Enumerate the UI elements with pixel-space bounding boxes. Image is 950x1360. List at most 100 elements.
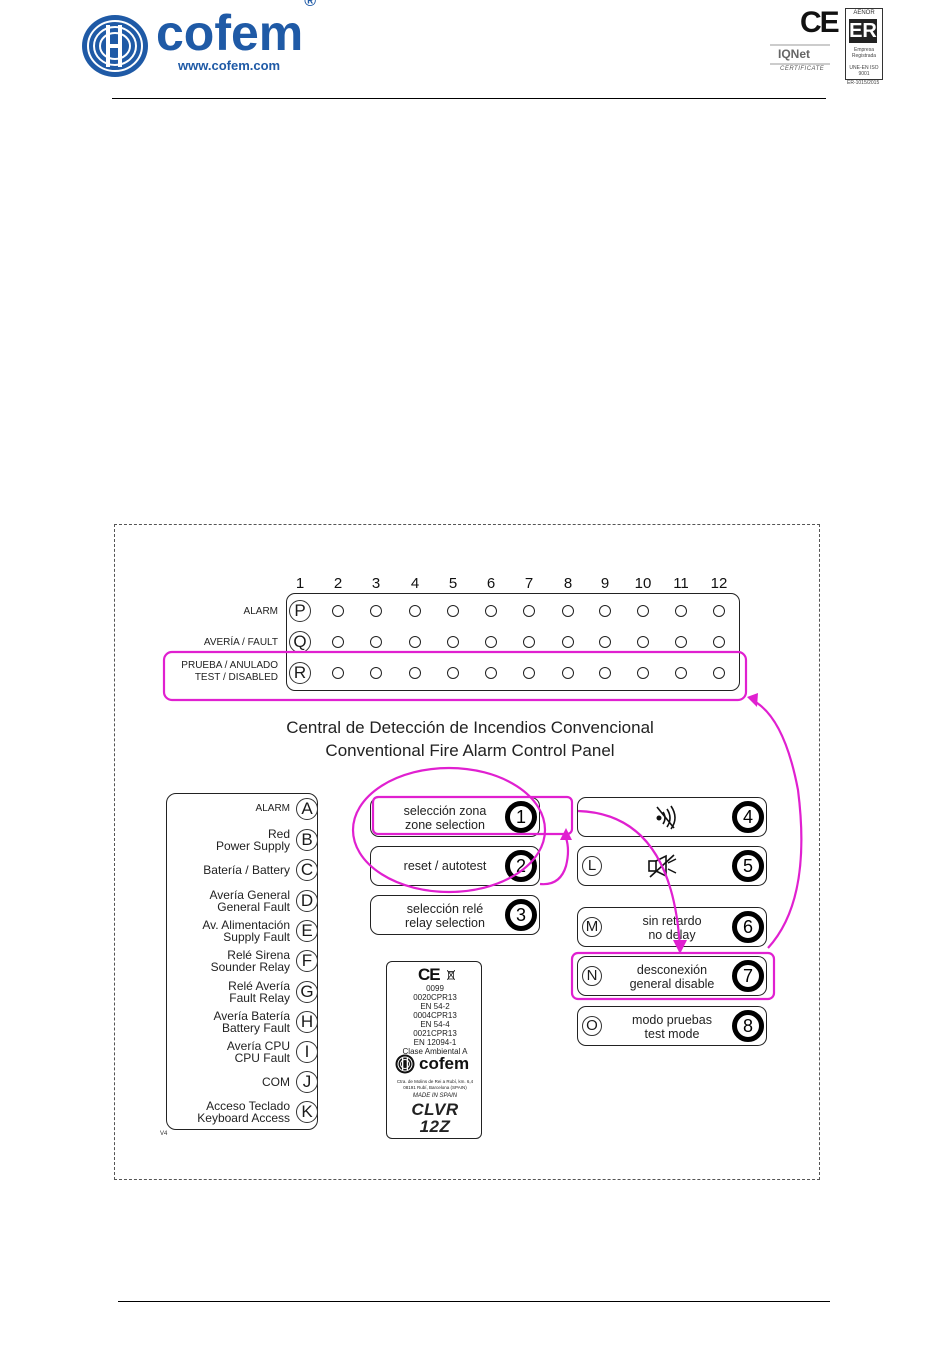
zone-led bbox=[447, 605, 459, 617]
rating-plate: CE 0099 0020CPR13 EN 54-2 0004CPR13 EN 5… bbox=[386, 961, 482, 1139]
indicator-letter-g: G bbox=[296, 981, 318, 1003]
sounder-mute-key[interactable]: 4 bbox=[577, 797, 767, 837]
zone-led bbox=[332, 605, 344, 617]
zone-led bbox=[485, 636, 497, 648]
zone-number: 1 bbox=[295, 575, 305, 592]
zone-led bbox=[637, 667, 649, 679]
key-number-7: 7 bbox=[732, 960, 764, 992]
zone-led bbox=[713, 667, 725, 679]
iqnet-badge: IQNet CERTIFICATE bbox=[770, 44, 830, 72]
plate-logo-icon bbox=[395, 1054, 415, 1074]
reset-autotest-key[interactable]: reset / autotest 2 bbox=[370, 846, 540, 886]
zone-led bbox=[485, 667, 497, 679]
header-divider bbox=[112, 98, 826, 99]
key-number-2: 2 bbox=[505, 850, 537, 882]
status-indicator-item: Batería / Battery C bbox=[170, 858, 320, 888]
zone-led-box bbox=[286, 593, 740, 691]
zone-led bbox=[599, 667, 611, 679]
panel-frame bbox=[114, 524, 820, 1180]
indicator-letter-l: L bbox=[582, 856, 602, 876]
plate-line: 0020CPR13 bbox=[413, 993, 457, 1002]
plate-ce-mark: CE bbox=[418, 965, 441, 984]
zone-led bbox=[332, 636, 344, 648]
zone-led bbox=[485, 605, 497, 617]
zone-number: 5 bbox=[448, 575, 458, 592]
zone-led bbox=[599, 636, 611, 648]
zone-led bbox=[370, 636, 382, 648]
panel-title-es: Central de Detección de Incendios Conven… bbox=[286, 718, 654, 737]
zone-number: 12 bbox=[710, 575, 728, 592]
zone-number: 6 bbox=[486, 575, 496, 592]
plate-brand: cofem bbox=[419, 1054, 470, 1073]
indicator-letter-j: J bbox=[296, 1071, 318, 1093]
indicator-letter-a: A bbox=[296, 798, 318, 820]
zone-led bbox=[713, 605, 725, 617]
version-label: V4 bbox=[160, 1131, 168, 1137]
plate-model: 12Z bbox=[419, 1117, 451, 1136]
zone-number: 8 bbox=[563, 575, 573, 592]
zone-number: 7 bbox=[524, 575, 534, 592]
status-indicator-label: COM bbox=[262, 1075, 290, 1089]
indicator-letter-m: M bbox=[582, 917, 602, 937]
plate-line: Clase Ambiental A bbox=[402, 1047, 468, 1056]
plate-model: CLVR bbox=[411, 1100, 459, 1119]
indicator-letter-k: K bbox=[296, 1101, 318, 1123]
indicator-letter-p: P bbox=[289, 600, 311, 622]
zone-led bbox=[675, 636, 687, 648]
plate-address: Ctra. de Molins de Rei a Rubí, km. 6,4 bbox=[396, 1079, 474, 1084]
zone-led bbox=[409, 667, 421, 679]
key-number-6: 6 bbox=[732, 911, 764, 943]
status-indicator-label: ALARM bbox=[255, 803, 290, 814]
page-header: cofem® www.cofem.com CE IQNet CERTIFICAT… bbox=[0, 0, 950, 100]
siren-off-icon bbox=[648, 854, 677, 878]
website-link[interactable]: www.cofem.com bbox=[178, 58, 281, 73]
indicator-letter-q: Q bbox=[289, 631, 311, 653]
indicator-letter-c: C bbox=[296, 859, 318, 881]
zone-led bbox=[562, 605, 574, 617]
row-label-alarm: ALARM bbox=[243, 606, 278, 617]
zone-led bbox=[523, 605, 535, 617]
plate-line: EN 54-4 bbox=[420, 1020, 450, 1029]
zone-led bbox=[637, 636, 649, 648]
aenor-code: ER-1015/2015 bbox=[847, 80, 880, 86]
status-indicator-label: Batería / Battery bbox=[203, 863, 290, 877]
row-label-fault: AVERÍA / FAULT bbox=[203, 637, 278, 648]
key-number-4: 4 bbox=[732, 801, 764, 833]
cofem-logo-icon bbox=[82, 15, 148, 77]
plate-line: 0021CPR13 bbox=[413, 1029, 457, 1038]
zone-led bbox=[562, 636, 574, 648]
indicator-letter-o: O bbox=[582, 1016, 602, 1036]
footer-divider bbox=[118, 1301, 830, 1302]
key-number-1: 1 bbox=[505, 801, 537, 833]
indicator-letter-d: D bbox=[296, 890, 318, 912]
indicator-letter-e: E bbox=[296, 920, 318, 942]
siren-off-key[interactable]: L 5 bbox=[577, 846, 767, 886]
zone-led bbox=[713, 636, 725, 648]
zone-led bbox=[599, 605, 611, 617]
indicator-letter-i: I bbox=[296, 1041, 318, 1063]
plate-line: 0004CPR13 bbox=[413, 1011, 457, 1020]
indicator-letter-h: H bbox=[296, 1011, 318, 1033]
zone-led bbox=[637, 605, 649, 617]
panel-title-en: Conventional Fire Alarm Control Panel bbox=[325, 741, 615, 760]
waste-bin-icon bbox=[447, 970, 455, 980]
indicator-letter-n: N bbox=[582, 966, 602, 986]
zone-number: 3 bbox=[371, 575, 381, 592]
